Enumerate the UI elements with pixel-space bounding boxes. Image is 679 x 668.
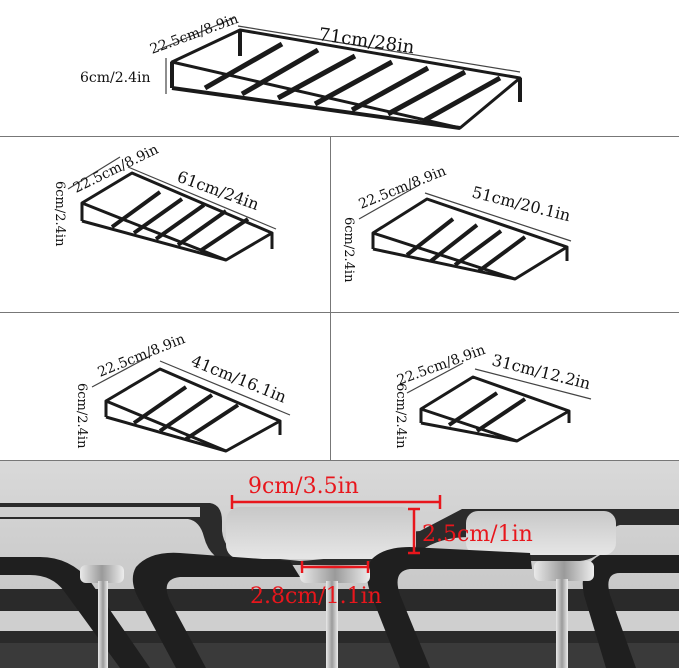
rack-31-height-label: 6cm/2.4in xyxy=(393,383,408,449)
rack-panel-51: 22.5cm/8.9in 51cm/20.1in 6cm/2.4in xyxy=(331,137,679,312)
rack-41-height-label: 6cm/2.4in xyxy=(74,383,89,449)
divider-vertical xyxy=(330,137,331,460)
rack-drawing-51: 22.5cm/8.9in 51cm/20.1in 6cm/2.4in xyxy=(341,163,573,283)
rack-51-height-label: 6cm/2.4in xyxy=(341,217,356,283)
rack-drawing-41: 22.5cm/8.9in 41cm/16.1in 6cm/2.4in xyxy=(74,331,291,453)
detail-photo-drawing: 9cm/3.5in 2.5cm/1in 2.8cm/1.1in xyxy=(0,461,679,668)
divider-bottom xyxy=(0,460,679,461)
detail-photo: 9cm/3.5in 2.5cm/1in 2.8cm/1.1in xyxy=(0,461,679,668)
rack-31-depth-label: 22.5cm/8.9in xyxy=(395,342,488,389)
rack-drawing-61: 22.5cm/8.9in 61cm/24in 6cm/2.4in xyxy=(52,142,277,262)
rack-71-height-label: 6cm/2.4in xyxy=(80,70,151,86)
rack-51-depth-label: 22.5cm/8.9in xyxy=(357,163,449,213)
rack-panel-31: 22.5cm/8.9in 31cm/12.2in 6cm/2.4in xyxy=(331,313,679,460)
slot-gap-label: 2.8cm/1.1in xyxy=(250,584,382,609)
rack-71-width-label: 71cm/28in xyxy=(317,24,416,58)
divider-middle xyxy=(0,312,679,313)
rack-drawing-71: 22.5cm/8.9in 71cm/28in 6cm/2.4in xyxy=(80,11,522,130)
rack-61-depth-label: 22.5cm/8.9in xyxy=(71,142,161,197)
slot-depth-label: 2.5cm/1in xyxy=(422,522,533,547)
rack-drawing-31: 22.5cm/8.9in 31cm/12.2in 6cm/2.4in xyxy=(393,342,593,449)
rack-31-width-label: 31cm/12.2in xyxy=(490,350,593,393)
rack-panel-61: 22.5cm/8.9in 61cm/24in 6cm/2.4in xyxy=(0,137,330,312)
rack-panel-71: 22.5cm/8.9in 71cm/28in 6cm/2.4in xyxy=(0,0,679,136)
rack-panel-41: 22.5cm/8.9in 41cm/16.1in 6cm/2.4in xyxy=(0,313,330,460)
rack-41-depth-label: 22.5cm/8.9in xyxy=(96,331,188,381)
slot-width-label: 9cm/3.5in xyxy=(248,474,359,499)
rack-61-height-label: 6cm/2.4in xyxy=(52,181,67,247)
rack-61-width-label: 61cm/24in xyxy=(175,167,262,214)
divider-top xyxy=(0,136,679,137)
